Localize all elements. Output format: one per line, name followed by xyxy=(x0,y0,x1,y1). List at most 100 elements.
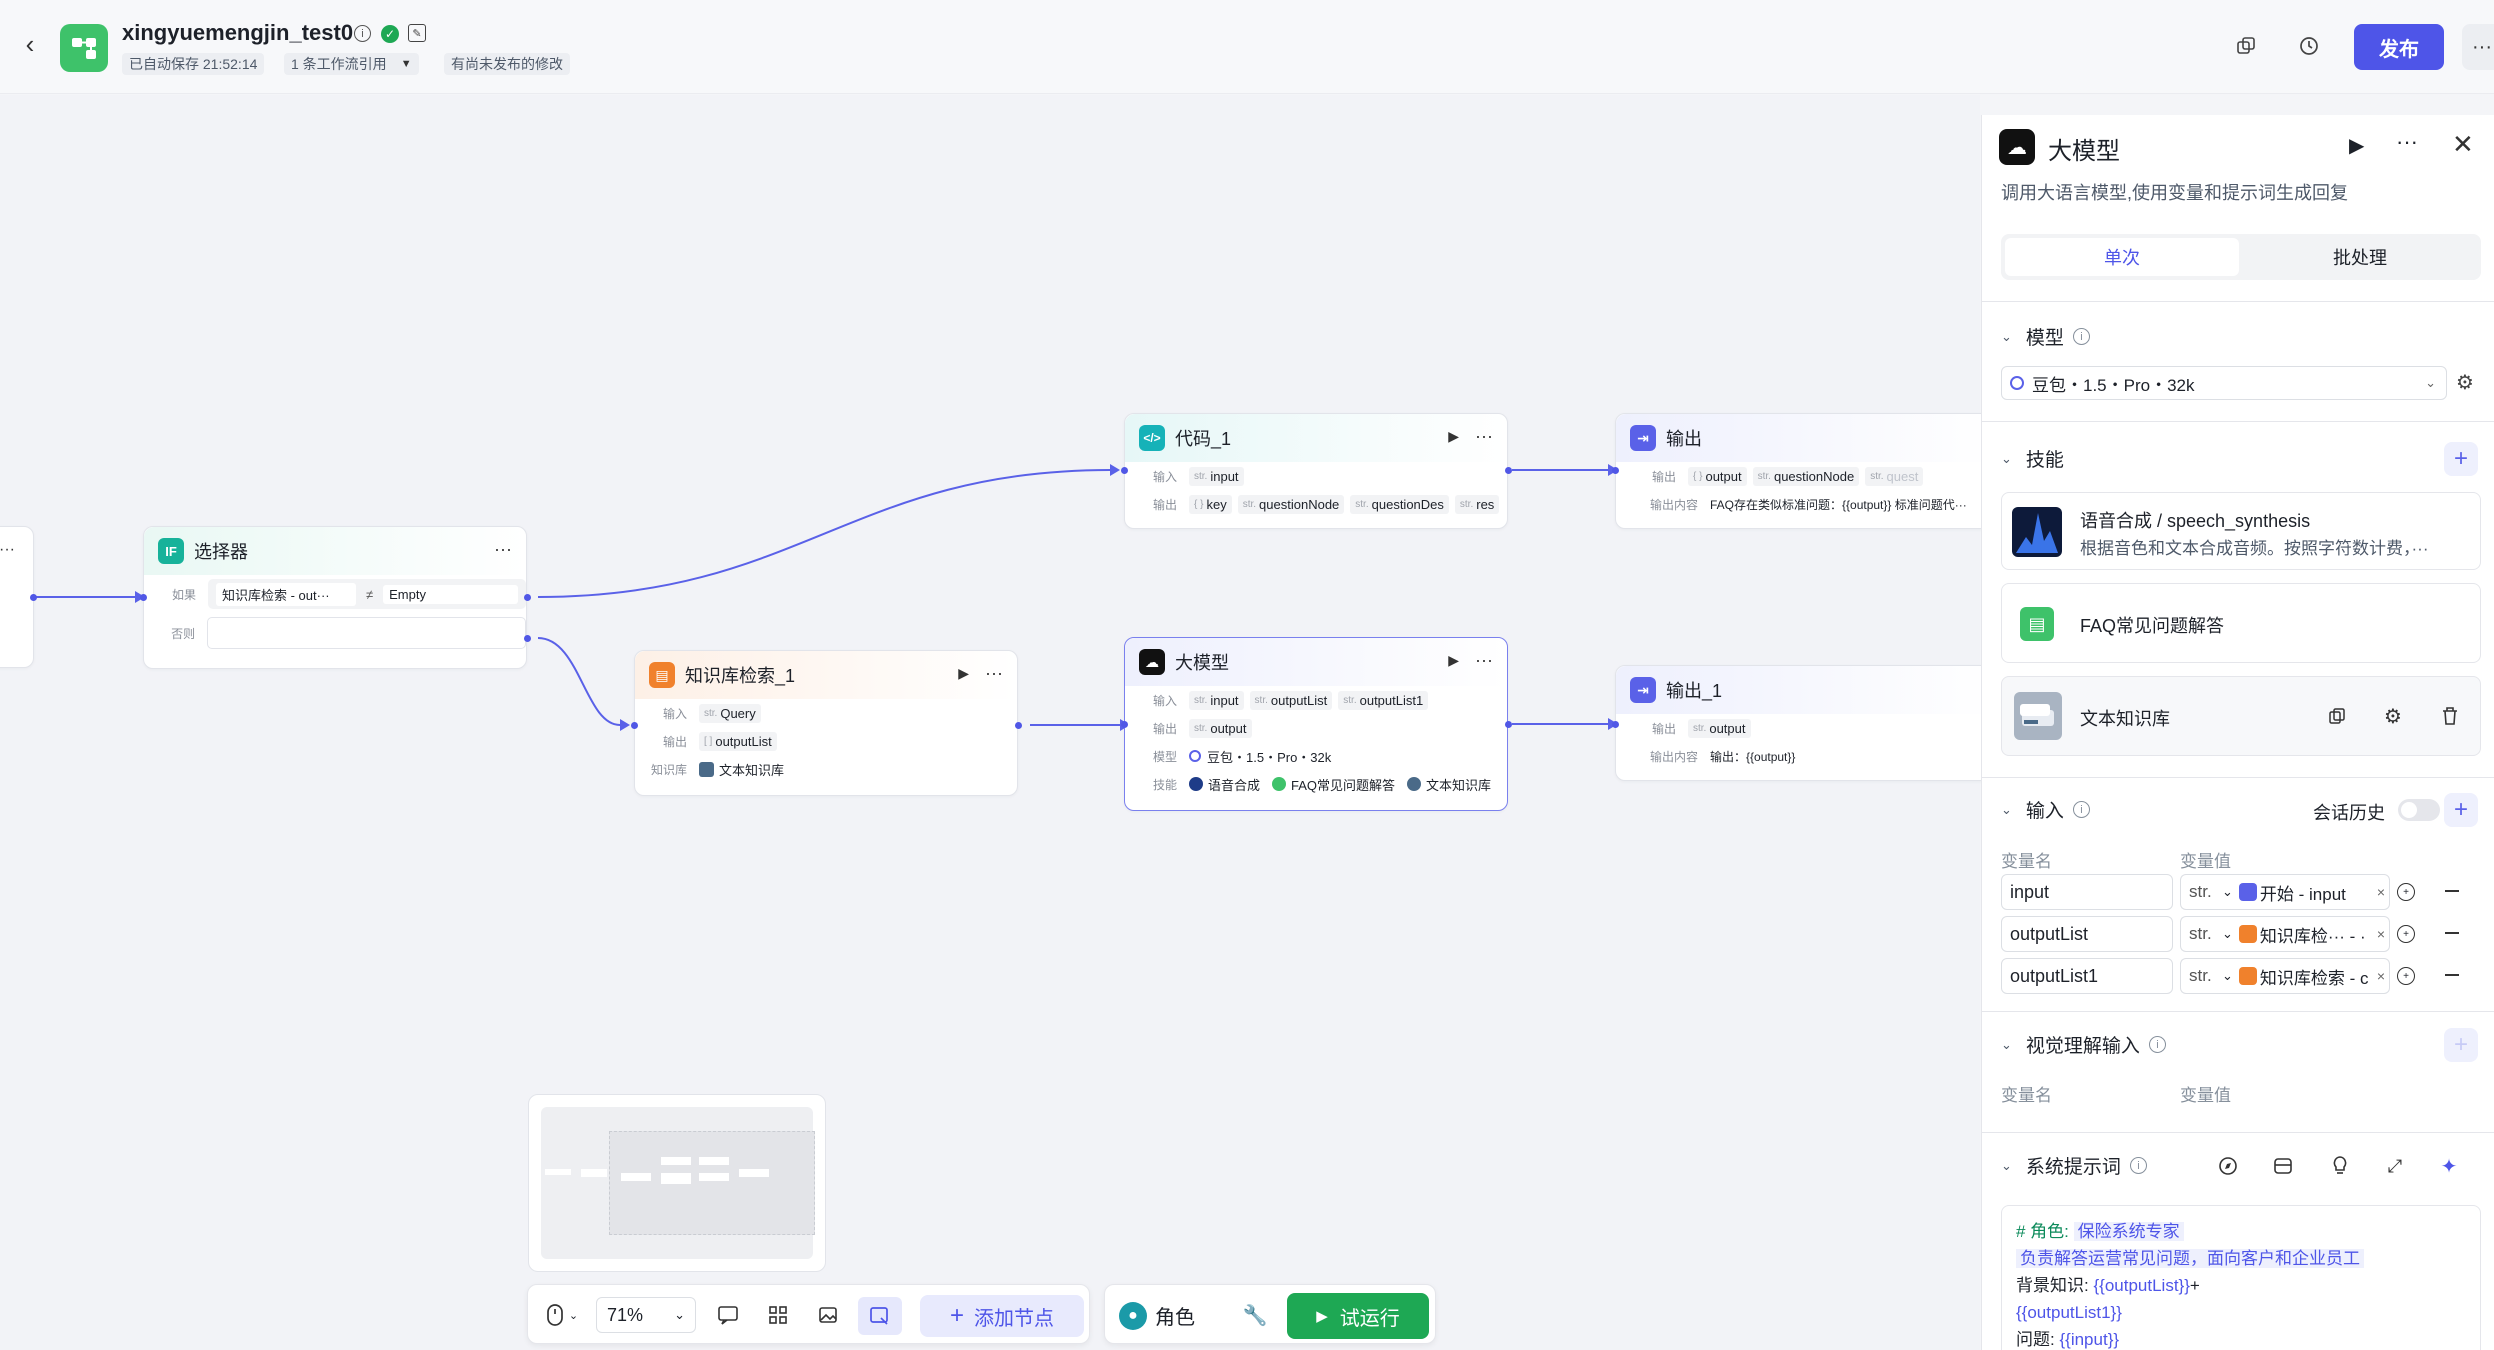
close-icon[interactable]: ✕ xyxy=(2452,129,2474,159)
output-port[interactable] xyxy=(30,594,37,601)
remove-row-icon[interactable] xyxy=(2445,890,2459,892)
var-value-ref[interactable]: ⌄ 开始 - input × xyxy=(2218,874,2390,910)
skill-section-header[interactable]: ⌄技能 xyxy=(2001,445,2064,472)
minimap-toggle-icon[interactable] xyxy=(858,1297,902,1335)
back-arrow-icon[interactable]: ‹ xyxy=(25,28,35,59)
var-type-select[interactable]: str. xyxy=(2180,874,2218,910)
publish-button[interactable]: 发布 xyxy=(2354,24,2444,70)
else-output-port[interactable] xyxy=(524,635,531,642)
var-picker-icon[interactable]: + xyxy=(2397,883,2415,901)
run-node-icon[interactable]: ▶ xyxy=(2349,135,2365,157)
input-port[interactable] xyxy=(631,722,638,729)
llm-node[interactable]: ☁ 大模型 ▶··· 输入 str.input str.outputList s… xyxy=(1124,637,1508,811)
var-type-select[interactable]: str. xyxy=(2180,958,2218,994)
else-branch-box[interactable] xyxy=(207,617,526,649)
mouse-mode-icon[interactable]: ⌄ xyxy=(542,1303,582,1327)
history-icon[interactable] xyxy=(2298,35,2320,57)
remove-row-icon[interactable] xyxy=(2445,974,2459,976)
var-name-input[interactable]: input xyxy=(2001,874,2173,910)
input-port[interactable] xyxy=(1612,467,1619,474)
start-node-partial[interactable]: ··· xyxy=(0,526,34,668)
more-menu-icon[interactable]: ··· xyxy=(2462,24,2494,70)
skill-card-faq[interactable]: ▤ FAQ常见问题解答 xyxy=(2001,583,2481,663)
image-icon[interactable] xyxy=(816,1303,840,1327)
node-more-icon[interactable]: ··· xyxy=(985,663,1003,683)
var-name-input[interactable]: outputList1 xyxy=(2001,958,2173,994)
node-more-icon[interactable]: ··· xyxy=(494,539,512,559)
run-node-icon[interactable]: ▶ xyxy=(958,665,970,681)
ai-optimize-icon[interactable]: ✦ xyxy=(2440,1155,2458,1178)
output-port[interactable] xyxy=(1015,722,1022,729)
input-port[interactable] xyxy=(140,594,147,601)
add-node-button[interactable]: +添加节点 xyxy=(920,1295,1084,1337)
var-value-ref[interactable]: ⌄ 知识库检··· - · × xyxy=(2218,916,2390,952)
output-port[interactable] xyxy=(1505,467,1512,474)
role-button[interactable]: ● 角色 xyxy=(1119,1301,1195,1330)
run-node-icon[interactable]: ▶ xyxy=(1448,652,1460,668)
input-port[interactable] xyxy=(1121,467,1128,474)
info-icon[interactable]: i xyxy=(354,25,371,42)
selector-node[interactable]: IF 选择器 ··· 如果 知识库检索 - out··· ≠ Empty 否则 xyxy=(143,526,527,669)
system-prompt-editor[interactable]: # 角色: 保险系统专家 负责解答运营常见问题，面向客户和企业员工 背景知识: … xyxy=(2001,1205,2481,1350)
minimap-viewport[interactable] xyxy=(609,1131,815,1235)
workflow-ref-dropdown[interactable]: 1 条工作流引用 ▼ xyxy=(284,53,419,75)
node-more-icon[interactable]: ··· xyxy=(1475,650,1493,670)
clear-icon[interactable]: × xyxy=(2376,884,2385,900)
test-run-button[interactable]: ▶试运行 xyxy=(1287,1293,1429,1339)
model-select[interactable]: 豆包・1.5・Pro・32k ⌄ xyxy=(2001,366,2447,400)
input-port[interactable] xyxy=(1612,721,1619,728)
model-settings-gear-icon[interactable]: ⚙ xyxy=(2456,371,2474,394)
copy-icon[interactable] xyxy=(2236,36,2256,56)
bulb-icon[interactable] xyxy=(2329,1155,2351,1177)
add-input-button[interactable]: + xyxy=(2444,793,2478,827)
output-node[interactable]: ⇥ 输出 ··· 输出 { }output str.questionNode s… xyxy=(1615,413,1998,529)
run-node-icon[interactable]: ▶ xyxy=(1448,428,1460,444)
node-more-icon[interactable]: ··· xyxy=(0,541,15,558)
zoom-select[interactable]: 71% ⌄ xyxy=(596,1297,696,1333)
var-picker-icon[interactable]: + xyxy=(2397,925,2415,943)
tab-batch[interactable]: 批处理 xyxy=(2333,248,2387,268)
info-icon[interactable]: i xyxy=(2072,801,2090,818)
history-toggle[interactable] xyxy=(2398,799,2440,821)
node-more-icon[interactable]: ··· xyxy=(1475,426,1493,446)
expand-icon[interactable]: ⤢ xyxy=(2387,1155,2403,1176)
minimap[interactable] xyxy=(528,1094,826,1272)
remove-row-icon[interactable] xyxy=(2445,932,2459,934)
var-value-ref[interactable]: ⌄ 知识库检索 - c × xyxy=(2218,958,2390,994)
condition-row[interactable]: 知识库检索 - out··· ≠ Empty xyxy=(208,579,526,609)
edit-icon[interactable]: ✎ xyxy=(408,24,426,42)
wrench-icon[interactable]: 🔧 xyxy=(1242,1304,1268,1327)
output-label: 输出 xyxy=(662,734,687,749)
library-icon[interactable] xyxy=(2272,1155,2294,1177)
add-vision-input-button[interactable]: + xyxy=(2444,1028,2478,1062)
layout-icon[interactable] xyxy=(766,1303,790,1327)
trash-icon[interactable] xyxy=(2439,705,2461,727)
var-name-input[interactable]: outputList xyxy=(2001,916,2173,952)
var-picker-icon[interactable]: + xyxy=(2397,967,2415,985)
compass-icon[interactable] xyxy=(2217,1155,2239,1177)
add-skill-button[interactable]: + xyxy=(2444,442,2478,476)
more-icon[interactable]: ··· xyxy=(2396,129,2418,154)
tab-single[interactable]: 单次 xyxy=(2005,238,2239,276)
comment-icon[interactable] xyxy=(716,1303,740,1327)
clear-icon[interactable]: × xyxy=(2376,926,2385,942)
var-type-select[interactable]: str. xyxy=(2180,916,2218,952)
info-icon[interactable]: i xyxy=(2072,328,2090,345)
skill-card-speech[interactable]: 语音合成 / speech_synthesis 根据音色和文本合成音频。按照字符… xyxy=(2001,492,2481,570)
skill-card-kb[interactable]: 文本知识库 ⚙ xyxy=(2001,676,2481,756)
gear-icon[interactable]: ⚙ xyxy=(2384,705,2402,728)
clear-icon[interactable]: × xyxy=(2376,968,2385,984)
info-icon[interactable]: i xyxy=(2129,1157,2147,1174)
info-icon[interactable]: i xyxy=(2148,1036,2166,1053)
if-output-port[interactable] xyxy=(524,594,531,601)
duplicate-icon[interactable] xyxy=(2326,705,2348,727)
output-port[interactable] xyxy=(1505,721,1512,728)
input-port[interactable] xyxy=(1121,721,1128,728)
